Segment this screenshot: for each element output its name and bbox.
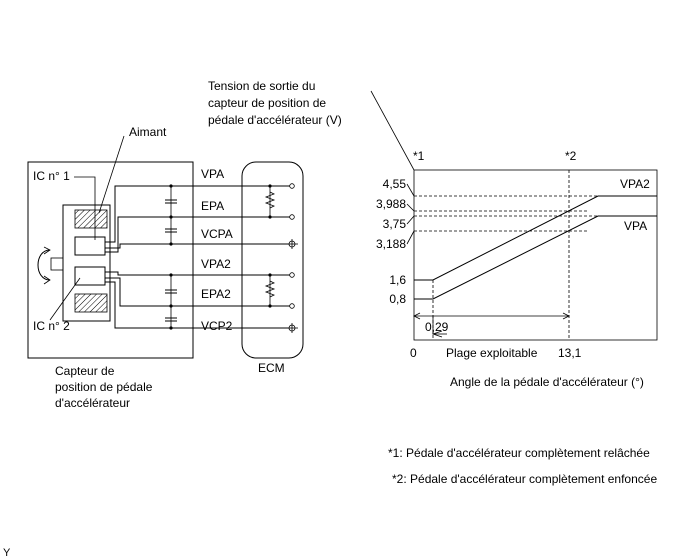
ytick-3-988: 3,988 [376,197,406,211]
shaft [50,257,64,271]
ic2-chip [74,266,106,286]
sensor-label-line1: Capteur de [55,364,115,378]
ytick-1-6: 1,6 [389,273,406,287]
terminal-epa2: EPA2 [201,287,231,301]
rotation-arrow-icon [37,249,51,281]
marker-2: *2 [565,149,577,163]
voltage-chart: Tension de sortie du capteur de position… [208,79,658,389]
ecm-label: ECM [258,361,285,375]
ic1-chip [74,236,106,256]
magnet-label: Aimant [129,125,167,139]
ylabel-leader [370,90,415,171]
xtick-13-1: 13,1 [558,346,582,360]
plot-frame [413,169,658,341]
ic1-label: IC n° 1 [33,169,70,183]
range-label: Plage exploitable [446,346,538,360]
magnet-top [74,209,108,229]
resistor-1 [264,191,276,209]
resistor-2 [264,280,276,298]
series-vpa-line [414,215,657,300]
footer-mark: Y [3,547,11,559]
chart-ylabel-line2: capteur de position de [208,96,326,110]
chart-xlabel: Angle de la pédale d'accélérateur (°) [450,375,644,389]
terminal-vpa: VPA [201,167,224,181]
xtick-0: 0 [410,346,417,360]
note-1: *1: Pédale d'accélérateur complètement r… [388,446,650,460]
terminal-vcpa: VCPA [201,227,233,241]
xtick-0-29: 0,29 [425,320,449,334]
ytick-3-188: 3,188 [376,237,406,251]
circuit-schematic: VPA EPA VCPA VPA2 EPA2 VCP2 Aimant IC n°… [27,125,304,410]
ecm-box [241,161,304,359]
sensor-box [27,161,194,359]
chart-ylabel-line1: Tension de sortie du [208,79,315,93]
note-2: *2: Pédale d'accélérateur complètement e… [392,472,657,486]
ytick-4-55: 4,55 [383,177,407,191]
series-vpa-label: VPA [624,219,647,233]
ic1-leader [74,176,96,240]
magnet-leader [98,135,125,214]
series-vpa2-label: VPA2 [620,177,650,191]
ytick-0-8: 0,8 [389,292,406,306]
terminal-vcp2: VCP2 [201,319,233,333]
sensor-label-line3: d'accélérateur [55,396,130,410]
ytick-3-75: 3,75 [383,217,407,231]
ic2-label: IC n° 2 [33,319,70,333]
sensor-label-line2: position de pédale [55,380,153,394]
ic2-leader [49,277,81,321]
magnet-bottom [74,293,108,313]
marker-1: *1 [413,149,425,163]
terminal-vpa2: VPA2 [201,257,231,271]
series-vpa2-line [414,195,657,281]
terminal-epa: EPA [201,199,224,213]
chart-ylabel-line3: pédale d'accélérateur (V) [208,113,342,127]
